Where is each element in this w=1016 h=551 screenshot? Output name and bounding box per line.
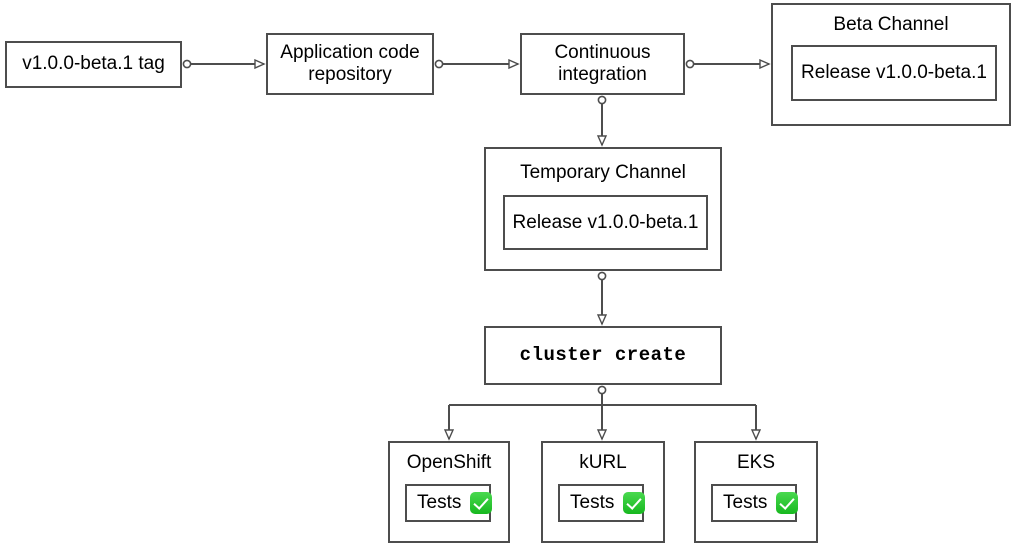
eks-tests-row: Tests bbox=[723, 492, 799, 514]
node-eks-title: EKS bbox=[736, 452, 776, 473]
beta-channel-release-label: Release v1.0.0-beta.1 bbox=[801, 62, 987, 83]
node-cluster-create[interactable]: cluster create bbox=[484, 326, 722, 385]
beta-channel-release-box[interactable]: Release v1.0.0-beta.1 bbox=[791, 45, 997, 101]
edge-repo-to-ci bbox=[434, 60, 518, 67]
green-check-icon bbox=[776, 492, 799, 514]
node-application-code-repository-label: Application code repository bbox=[280, 41, 420, 85]
kurl-tests-box[interactable]: Tests bbox=[558, 484, 646, 522]
temporary-channel-release-label: Release v1.0.0-beta.1 bbox=[512, 211, 699, 233]
node-application-code-repository[interactable]: Application code repository bbox=[266, 33, 434, 95]
node-kurl-title: kURL bbox=[579, 452, 627, 473]
node-openshift-title: OpenShift bbox=[406, 452, 492, 473]
node-cluster-create-label: cluster create bbox=[519, 344, 687, 367]
edge-ci-to-beta-channel bbox=[685, 60, 769, 67]
openshift-tests-row: Tests bbox=[417, 492, 493, 514]
edge-ci-to-temporary-channel bbox=[598, 95, 605, 145]
edge-cluster-create-to-targets bbox=[449, 385, 756, 439]
green-check-icon bbox=[470, 492, 493, 514]
kurl-tests-label: Tests bbox=[570, 492, 615, 513]
kurl-tests-row: Tests bbox=[570, 492, 646, 514]
temporary-channel-release-box[interactable]: Release v1.0.0-beta.1 bbox=[503, 195, 708, 250]
edge-tag-to-repo bbox=[182, 60, 264, 67]
eks-tests-label: Tests bbox=[723, 492, 768, 513]
openshift-tests-box[interactable]: Tests bbox=[405, 484, 493, 522]
node-beta-channel[interactable]: Beta Channel Release v1.0.0-beta.1 bbox=[771, 3, 1011, 126]
edge-temporary-channel-to-cluster-create bbox=[598, 271, 605, 324]
eks-tests-box[interactable]: Tests bbox=[711, 484, 799, 522]
green-check-icon bbox=[623, 492, 646, 514]
node-continuous-integration[interactable]: Continuous integration bbox=[520, 33, 685, 95]
node-openshift[interactable]: OpenShift Tests bbox=[388, 441, 510, 543]
node-tag[interactable]: v1.0.0-beta.1 tag bbox=[5, 41, 182, 88]
openshift-tests-label: Tests bbox=[417, 492, 462, 513]
node-temporary-channel[interactable]: Temporary Channel Release v1.0.0-beta.1 bbox=[484, 147, 722, 271]
node-beta-channel-title: Beta Channel bbox=[833, 14, 949, 35]
node-continuous-integration-label: Continuous integration bbox=[554, 41, 651, 85]
node-eks[interactable]: EKS Tests bbox=[694, 441, 818, 543]
node-temporary-channel-title: Temporary Channel bbox=[520, 162, 686, 183]
node-kurl[interactable]: kURL Tests bbox=[541, 441, 665, 543]
node-tag-label: v1.0.0-beta.1 tag bbox=[22, 53, 165, 75]
